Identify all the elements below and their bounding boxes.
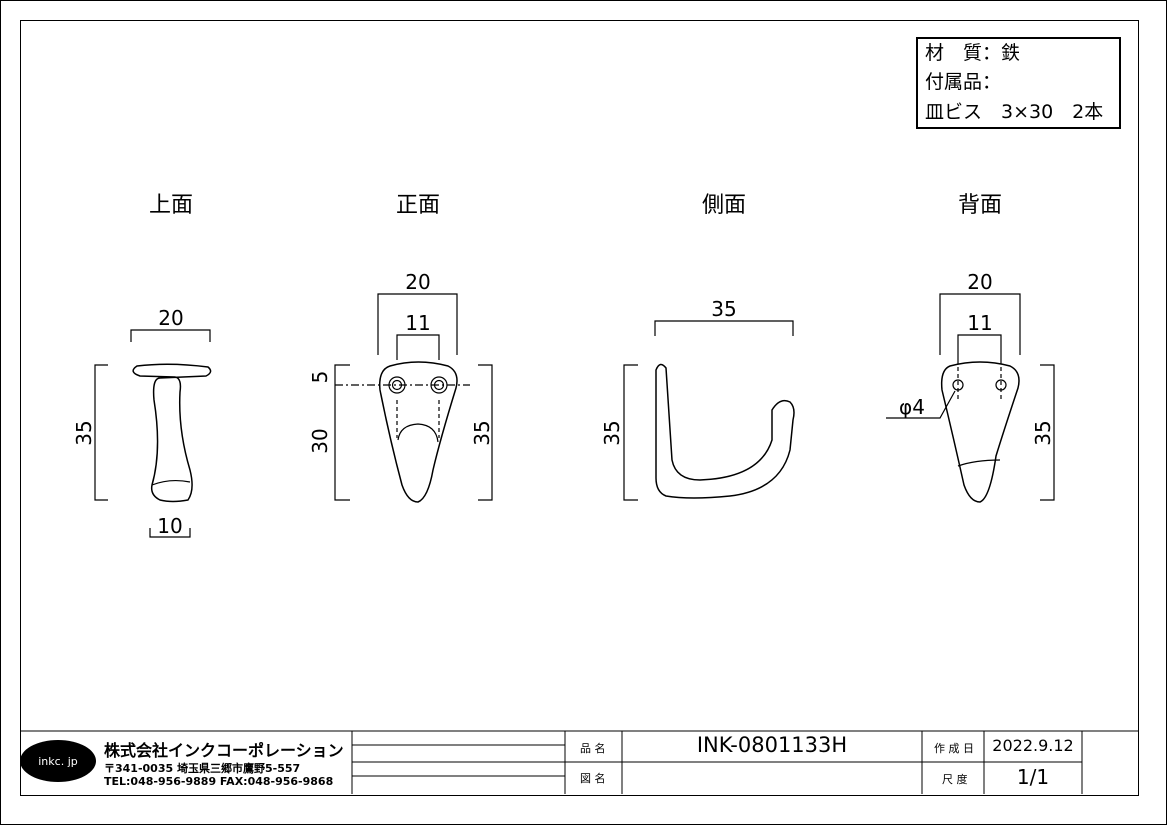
view-title-top: 上面 — [148, 193, 193, 218]
dim-top-height: 35 — [72, 420, 96, 445]
top-bottom-dimension — [149, 528, 191, 538]
spec-accessories: 付属品： — [925, 71, 1002, 93]
front-width-dimension — [377, 293, 458, 355]
title-block: inkc. jp — [20, 730, 1138, 794]
scale-label: 尺 度 — [942, 773, 968, 786]
front-hole-spacing-dimension — [396, 334, 440, 360]
dim-front-lower: 30 — [308, 428, 332, 453]
spec-screws: 皿ビス 3×30 2本 — [925, 101, 1104, 123]
dim-top-width: 20 — [158, 306, 183, 330]
company-logo — [20, 740, 96, 782]
front-hole-centerlines — [396, 400, 440, 438]
side-depth-dimension — [654, 320, 794, 336]
dim-side-height: 35 — [600, 420, 624, 445]
back-view-shape — [940, 361, 1020, 503]
drawing-inner-frame — [20, 20, 1139, 796]
back-hole-spacing-dimension — [957, 334, 1002, 360]
back-hole-centerlines — [957, 360, 1002, 400]
front-right-dimension — [478, 364, 493, 501]
dim-back-width: 20 — [967, 270, 992, 294]
top-height-dimension — [94, 364, 108, 501]
top-view-shape — [132, 363, 212, 503]
product-name-label: 品 名 — [580, 742, 606, 755]
logo-text: inkc. jp — [38, 755, 77, 768]
spec-material: 材 質：鉄 — [925, 42, 1021, 64]
view-title-side: 側面 — [701, 193, 746, 218]
drawing-name-label: 図 名 — [580, 772, 606, 785]
specification-box: 材 質：鉄 付属品： 皿ビス 3×30 2本 — [916, 37, 1121, 129]
dim-back-height: 35 — [1031, 420, 1055, 445]
front-view-shape — [378, 361, 458, 503]
front-left-dimension — [334, 364, 350, 501]
company-address: 〒341-0035 埼玉県三郷市鷹野5-557 — [104, 762, 301, 775]
drawing-scale: 1/1 — [1016, 765, 1050, 789]
side-view-shape — [655, 363, 795, 499]
product-name: INK-0801133H — [696, 733, 848, 757]
technical-drawing: 20 35 10 20 11 5 30 35 35 35 20 11 φ4 35 — [72, 270, 1055, 538]
dim-back-hole-spacing: 11 — [967, 311, 992, 335]
company-name: 株式会社インクコーポレーション — [104, 741, 344, 760]
top-width-dimension — [130, 329, 211, 342]
dim-top-bottom: 10 — [157, 514, 182, 538]
view-title-back: 背面 — [957, 193, 1002, 218]
back-width-dimension — [939, 293, 1021, 355]
back-hole-leader — [886, 390, 956, 419]
date-label: 作 成 日 — [934, 742, 974, 755]
dim-side-depth: 35 — [711, 297, 736, 321]
view-title-front: 正面 — [395, 193, 440, 218]
creation-date: 2022.9.12 — [992, 736, 1074, 755]
dim-front-offset: 5 — [308, 371, 332, 384]
side-height-dimension — [623, 364, 638, 501]
dim-back-hole-diameter: φ4 — [899, 395, 925, 419]
dim-front-hole-spacing: 11 — [405, 311, 430, 335]
company-phone: TEL:048-956-9889 FAX:048-956-9868 — [104, 775, 334, 788]
back-height-dimension — [1040, 364, 1055, 501]
dim-front-height: 35 — [470, 420, 494, 445]
dim-front-width: 20 — [405, 270, 430, 294]
